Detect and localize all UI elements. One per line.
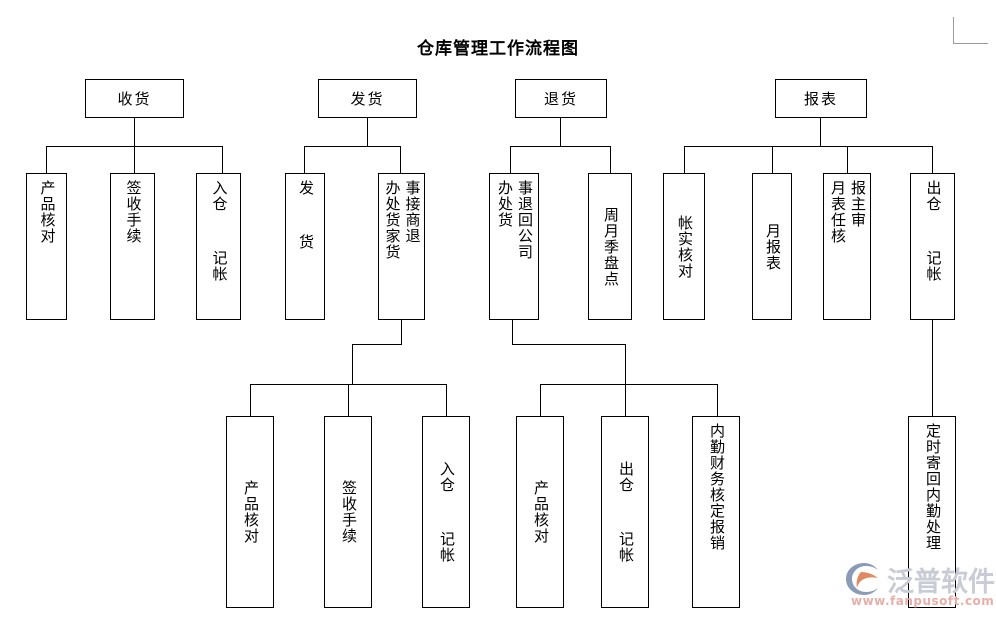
node-chanpin-hedui-1[interactable]: 产品核对 xyxy=(26,173,67,320)
node-label: 内勤财务核定报销 xyxy=(707,423,726,551)
node-label: 周月季盘点 xyxy=(601,206,620,287)
node-label-col-left: 月表任核 xyxy=(829,180,847,244)
node-yue-baobiao[interactable]: 月报表 xyxy=(752,173,792,320)
node-label: 签收手续 xyxy=(124,180,143,244)
node-label: 收货 xyxy=(117,90,152,108)
connector-shouhuo-stem xyxy=(134,118,135,146)
node-label: 出仓 记帐 xyxy=(924,180,943,282)
connector-jieshangjia-drop-1 xyxy=(250,384,251,416)
node-label-col-right: 事接商退 xyxy=(403,180,422,244)
connector-tuihuo-stem xyxy=(560,118,561,146)
node-label: 入仓 记帐 xyxy=(210,180,229,282)
node-label-col-left: 办处货家货 xyxy=(383,180,402,260)
page-corner-mark xyxy=(953,17,988,44)
connector-baobiao-drop-4 xyxy=(932,146,933,173)
node-label: 产品核对 xyxy=(241,480,260,544)
node-neiqin-caiwu-baoxiao[interactable]: 内勤财务核定报销 xyxy=(692,416,740,608)
connector-baobiao-drop-3 xyxy=(847,146,848,173)
page-title: 仓库管理工作流程图 xyxy=(417,39,579,59)
node-label: 产品核对 xyxy=(38,180,57,244)
node-label: 发货 xyxy=(350,90,385,108)
node-zhangshi-hedui[interactable]: 帐实核对 xyxy=(663,173,705,320)
connector-fahuo-drop-1 xyxy=(304,146,305,173)
connector-tuihuo-drop-1 xyxy=(510,146,511,173)
connector-shouhuo-drop-2 xyxy=(134,146,135,173)
node-fahuo[interactable]: 发货 xyxy=(318,79,417,118)
node-label: 入仓 记帐 xyxy=(437,461,456,563)
node-label: 定时寄回内勤处理 xyxy=(923,423,942,551)
connector-fahuo-bar xyxy=(304,146,401,147)
connector-shouhuo-drop-1 xyxy=(46,146,47,173)
connector-shouhuo-drop-3 xyxy=(222,146,223,173)
connector-jieshangjia-riser xyxy=(352,344,353,384)
connector-tuihui-drop-1 xyxy=(540,384,541,416)
node-tuihuo[interactable]: 退货 xyxy=(515,79,607,118)
node-shouhuo[interactable]: 收货 xyxy=(85,79,184,118)
connector-tuihuo-drop-2 xyxy=(610,146,611,173)
node-jie-shangjia-tuihuo[interactable]: 事接商退 办处货家货 xyxy=(378,173,425,320)
node-chucang-jizhang-2[interactable]: 出仓 记帐 xyxy=(601,416,649,608)
connector-fahuo-stem xyxy=(367,118,368,146)
connector-tuihui-drop-3 xyxy=(717,384,718,416)
node-label-col-left: 办处货 xyxy=(496,180,514,228)
connector-jieshangjia-drop-3 xyxy=(446,384,447,416)
node-label: 产品核对 xyxy=(531,480,550,544)
fanpu-logo-icon xyxy=(846,563,878,595)
node-label: 发 货 xyxy=(296,180,315,250)
node-label: 月报表 xyxy=(763,222,782,271)
connector-baobiao-bar xyxy=(684,146,932,147)
connector-jieshangjia-drop-2 xyxy=(348,384,349,416)
node-rucang-jizhang-1[interactable]: 入仓 记帐 xyxy=(196,173,241,320)
node-baobiao[interactable]: 报表 xyxy=(775,79,867,118)
node-chanpin-hedui-3[interactable]: 产品核对 xyxy=(516,416,564,608)
connector-tuihui-drop-2 xyxy=(625,384,626,416)
node-qianshou-shouxu-2[interactable]: 签收手续 xyxy=(324,416,372,608)
node-label-col-right: 事退回公司 xyxy=(515,180,534,260)
connector-tuihui-stem xyxy=(512,320,513,344)
node-label: 签收手续 xyxy=(339,480,358,544)
connector-baobiao-stem xyxy=(820,118,821,146)
node-label: 报表 xyxy=(803,90,838,108)
node-label: 帐实核对 xyxy=(675,214,694,279)
connector-fahuo-drop-2 xyxy=(400,146,401,173)
node-fahuo-item[interactable]: 发 货 xyxy=(285,173,325,320)
node-qianshou-shouxu-1[interactable]: 签收手续 xyxy=(110,173,155,320)
node-label-col-right: 报主审 xyxy=(848,180,867,228)
node-bao-zhuren-shenhe[interactable]: 报主审 月表任核 xyxy=(823,173,871,320)
node-label: 退货 xyxy=(543,90,578,108)
connector-chucang-stem xyxy=(932,320,933,416)
connector-tuihui-riser xyxy=(625,344,626,384)
node-rucang-jizhang-2[interactable]: 入仓 记帐 xyxy=(422,416,470,608)
node-tuihui-gongsi[interactable]: 事退回公司 办处货 xyxy=(489,173,539,320)
node-dingshi-jihui-neiqin[interactable]: 定时寄回内勤处理 xyxy=(908,416,956,608)
node-chucang-jizhang-1[interactable]: 出仓 记帐 xyxy=(910,173,955,320)
connector-baobiao-drop-1 xyxy=(684,146,685,173)
connector-jieshangjia-stem xyxy=(401,320,402,344)
node-label: 出仓 记帐 xyxy=(616,461,635,563)
connector-tuihui-bar xyxy=(540,384,717,385)
connector-tuihuo-bar xyxy=(510,146,610,147)
connector-jieshangjia-jog xyxy=(352,344,402,345)
connector-baobiao-drop-2 xyxy=(772,146,773,173)
connector-tuihui-jog xyxy=(512,344,625,345)
node-zhouyueji-pandian[interactable]: 周月季盘点 xyxy=(588,173,632,320)
node-chanpin-hedui-2[interactable]: 产品核对 xyxy=(226,416,274,608)
